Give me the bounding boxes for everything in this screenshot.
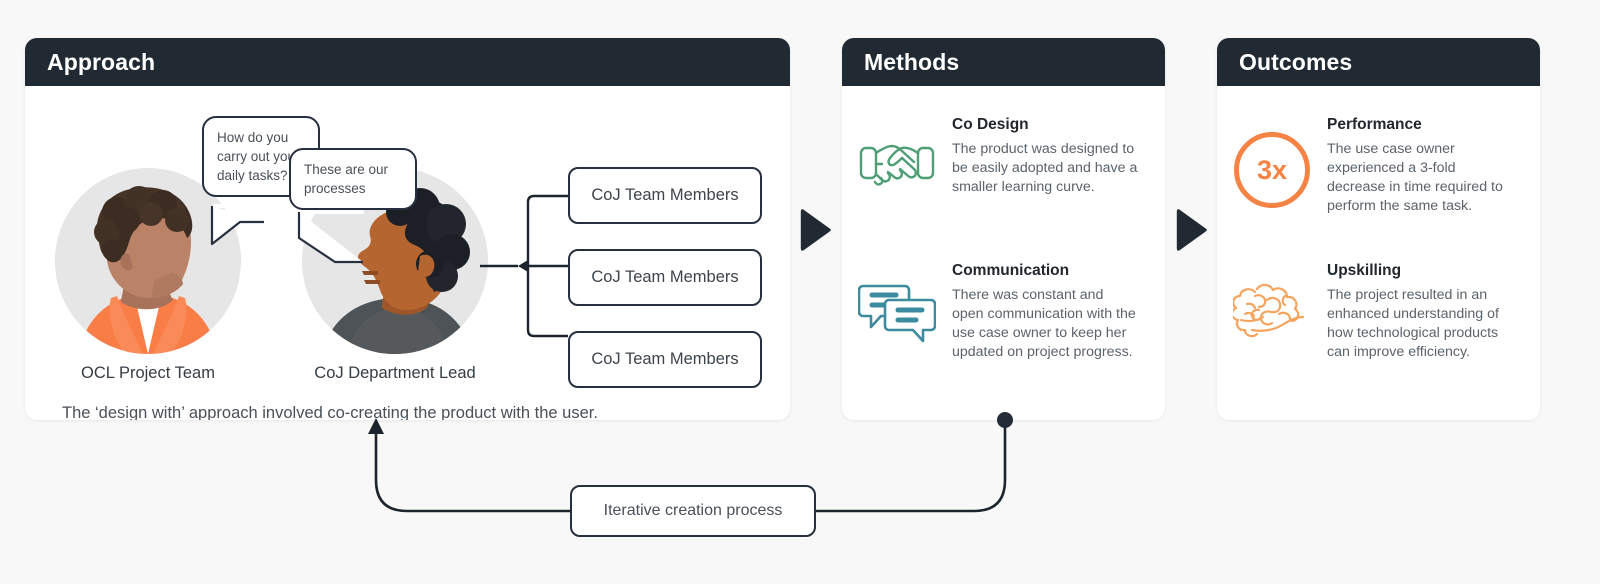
step-arrow-methods-to-outcomes (1176, 209, 1207, 251)
brain-icon (1233, 262, 1311, 362)
outcome-item-desc: The use case owner experienced a 3-fold … (1327, 141, 1503, 215)
method-item-communication: Communication There was constant and ope… (858, 262, 1138, 362)
panel-methods: Methods (842, 38, 1165, 420)
avatar-illustration-ocl (55, 168, 241, 354)
outcome-item-performance: 3x Performance The use case owner experi… (1233, 116, 1513, 216)
panel-methods-title: Methods (864, 48, 960, 75)
outcome-item-text: Performance The use case owner experienc… (1327, 116, 1513, 216)
team-member-node-2[interactable]: CoJ Team Members (568, 249, 762, 306)
speech-bubble-answer-tail (297, 210, 364, 264)
avatar-illustration-coj (302, 168, 488, 354)
outcome-item-upskilling: Upskilling The project resulted in an en… (1233, 262, 1513, 362)
panel-approach-title: Approach (47, 48, 156, 75)
avatar-ocl-label: OCL Project Team (81, 364, 215, 382)
org-tree-connector (480, 194, 568, 338)
speech-bubble-question-tail (210, 204, 264, 246)
method-item-text: Communication There was constant and ope… (952, 262, 1138, 362)
panel-outcomes: Outcomes 3x Performance The use case own… (1217, 38, 1540, 420)
outcome-item-text: Upskilling The project resulted in an en… (1327, 262, 1513, 362)
team-member-node-3[interactable]: CoJ Team Members (568, 331, 762, 388)
avatar-ocl-project-team: OCL Project Team (55, 168, 241, 382)
method-item-title: Co Design (952, 116, 1029, 133)
step-arrow-approach-to-methods (800, 209, 831, 251)
outcome-item-title: Upskilling (1327, 262, 1402, 279)
panel-approach-header: Approach (25, 38, 790, 86)
avatar-coj-label: CoJ Department Lead (314, 364, 476, 382)
panel-approach: Approach (25, 38, 790, 420)
team-member-node-1[interactable]: CoJ Team Members (568, 167, 762, 224)
outcome-item-desc: The project resulted in an enhanced unde… (1327, 287, 1499, 361)
iterative-loop-path (368, 412, 1013, 513)
handshake-icon (858, 116, 936, 197)
avatar-circle (55, 168, 241, 354)
method-item-title: Communication (952, 262, 1070, 279)
method-item-desc: There was constant and open communicatio… (952, 287, 1136, 361)
iterative-creation-process-box[interactable]: Iterative creation process (570, 485, 816, 537)
three-x-badge-label: 3x (1234, 132, 1310, 208)
speech-bubble-answer: These are our processes (289, 148, 417, 211)
speech-bubbles-icon (858, 262, 936, 362)
outcome-item-title: Performance (1327, 116, 1422, 133)
panel-outcomes-title: Outcomes (1239, 48, 1353, 75)
method-item-text: Co Design The product was designed to be… (952, 116, 1138, 197)
panel-outcomes-header: Outcomes (1217, 38, 1540, 86)
method-item-co-design: Co Design The product was designed to be… (858, 116, 1138, 197)
approach-caption: The ‘design with’ approach involved co-c… (62, 404, 598, 420)
panel-methods-header: Methods (842, 38, 1165, 86)
three-x-badge-icon: 3x (1233, 116, 1311, 216)
method-item-desc: The product was designed to be easily ad… (952, 141, 1138, 196)
